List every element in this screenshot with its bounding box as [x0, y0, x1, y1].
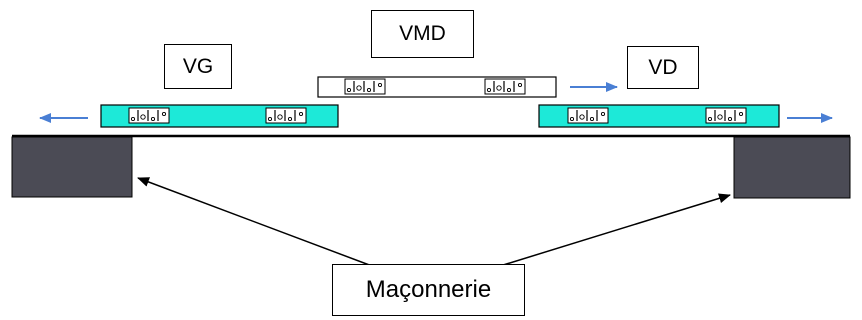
hinge-hardware-icon	[265, 107, 307, 124]
left-masonry-block	[11, 136, 133, 198]
hinge-hardware-icon	[484, 78, 526, 95]
right-masonry-block	[733, 136, 851, 199]
hinge-hardware-icon	[567, 107, 609, 124]
vd-label: VD	[627, 46, 699, 89]
maconnerie-label: Maçonnerie	[332, 264, 525, 316]
hinge-hardware-icon	[344, 78, 386, 95]
pointer-arrow-left-masonry	[137, 177, 373, 267]
vmd-label: VMD	[371, 10, 474, 58]
hinge-hardware-icon	[128, 107, 170, 124]
pointer-arrow-right-masonry	[499, 193, 731, 267]
vg-label: VG	[164, 44, 232, 89]
hinge-hardware-icon	[705, 107, 747, 124]
